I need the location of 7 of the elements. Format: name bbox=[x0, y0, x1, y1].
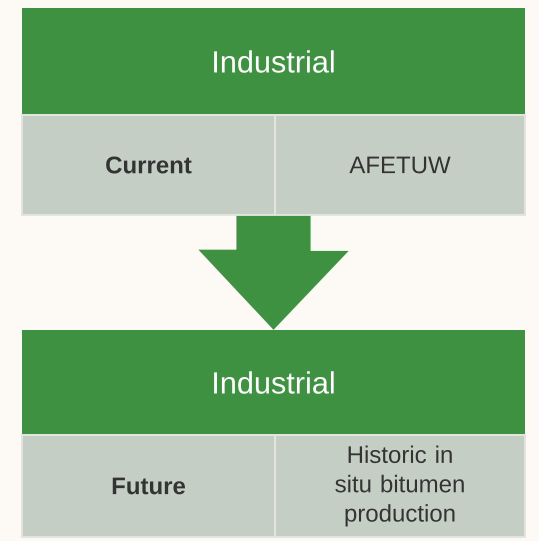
title-band: Industrial bbox=[22, 330, 525, 435]
table-cell: Current bbox=[21, 114, 276, 216]
table-cell: AFETUW bbox=[274, 114, 526, 216]
table-cell: Historic in situ bitumen production bbox=[274, 434, 526, 538]
title-band: Industrial bbox=[22, 8, 525, 115]
block-arrow bbox=[198, 216, 349, 330]
table-cell: Future bbox=[21, 434, 276, 538]
